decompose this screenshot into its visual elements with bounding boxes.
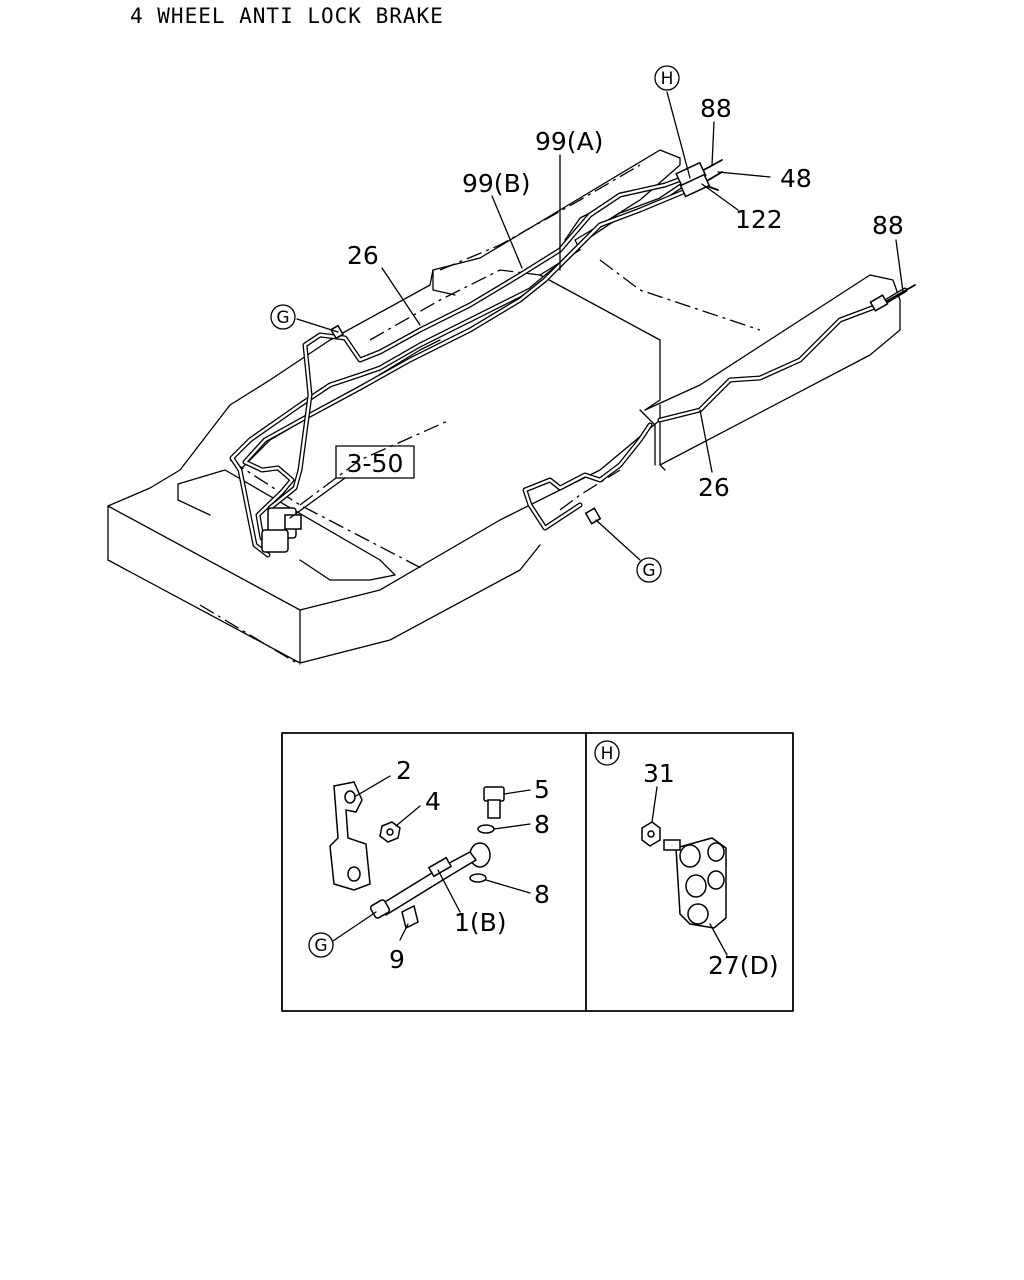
ref-box-3-50: 3-50 [335, 445, 415, 479]
svg-text:H: H [661, 69, 674, 89]
label-1b: 1(B) [454, 908, 507, 937]
abs-module [261, 507, 302, 553]
label-8-upper: 8 [534, 810, 550, 839]
label-31: 31 [643, 759, 675, 788]
rear-connector [869, 294, 889, 312]
svg-text:G: G [642, 561, 655, 581]
svg-text:3-50: 3-50 [347, 449, 404, 478]
leader-lines [289, 91, 904, 561]
label-122: 122 [735, 205, 783, 234]
detail-panels [281, 732, 794, 1012]
svg-text:G: G [314, 936, 327, 956]
label-2: 2 [396, 756, 412, 785]
callout-g-detail: G [308, 932, 334, 958]
label-5: 5 [534, 775, 550, 804]
svg-text:H: H [601, 744, 614, 764]
svg-text:G: G [276, 308, 289, 328]
callout-g-left: G [270, 304, 296, 330]
label-88-rear: 88 [872, 211, 904, 240]
callout-h-top: H [654, 65, 680, 91]
detail-left-leaders [332, 775, 531, 942]
callout-g-mid: G [636, 557, 662, 583]
label-48: 48 [780, 164, 812, 193]
label-99a: 99(A) [535, 127, 603, 156]
label-27d: 27(D) [708, 951, 779, 980]
callout-h-detail: H [594, 740, 620, 766]
detail-right-leaders [651, 786, 728, 956]
label-9: 9 [389, 945, 405, 974]
label-26-rear: 26 [698, 473, 730, 502]
label-8-lower: 8 [534, 880, 550, 909]
detail-left-parts [329, 781, 505, 930]
page-title: 4 WHEEL ANTI LOCK BRAKE [130, 4, 444, 28]
label-26-top: 26 [347, 241, 379, 270]
label-88-top: 88 [700, 94, 732, 123]
label-4: 4 [425, 787, 441, 816]
brake-pipes [229, 159, 916, 558]
detail-right-parts [641, 821, 727, 929]
label-99b: 99(B) [462, 169, 530, 198]
